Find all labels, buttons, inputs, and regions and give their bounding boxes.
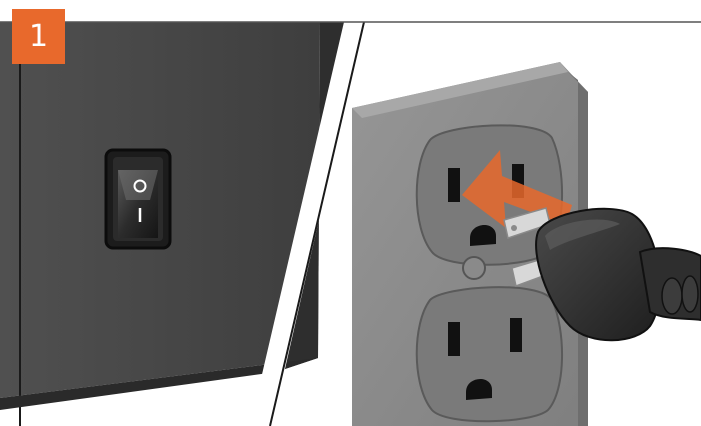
step-number-badge: 1 [12,9,65,64]
panel-divider [250,22,364,426]
plate-screw [462,256,486,280]
rocker-switch-icon [104,148,172,250]
power-plug-icon [503,207,701,342]
step-number: 1 [28,18,49,54]
switch-off-symbol [133,179,147,193]
